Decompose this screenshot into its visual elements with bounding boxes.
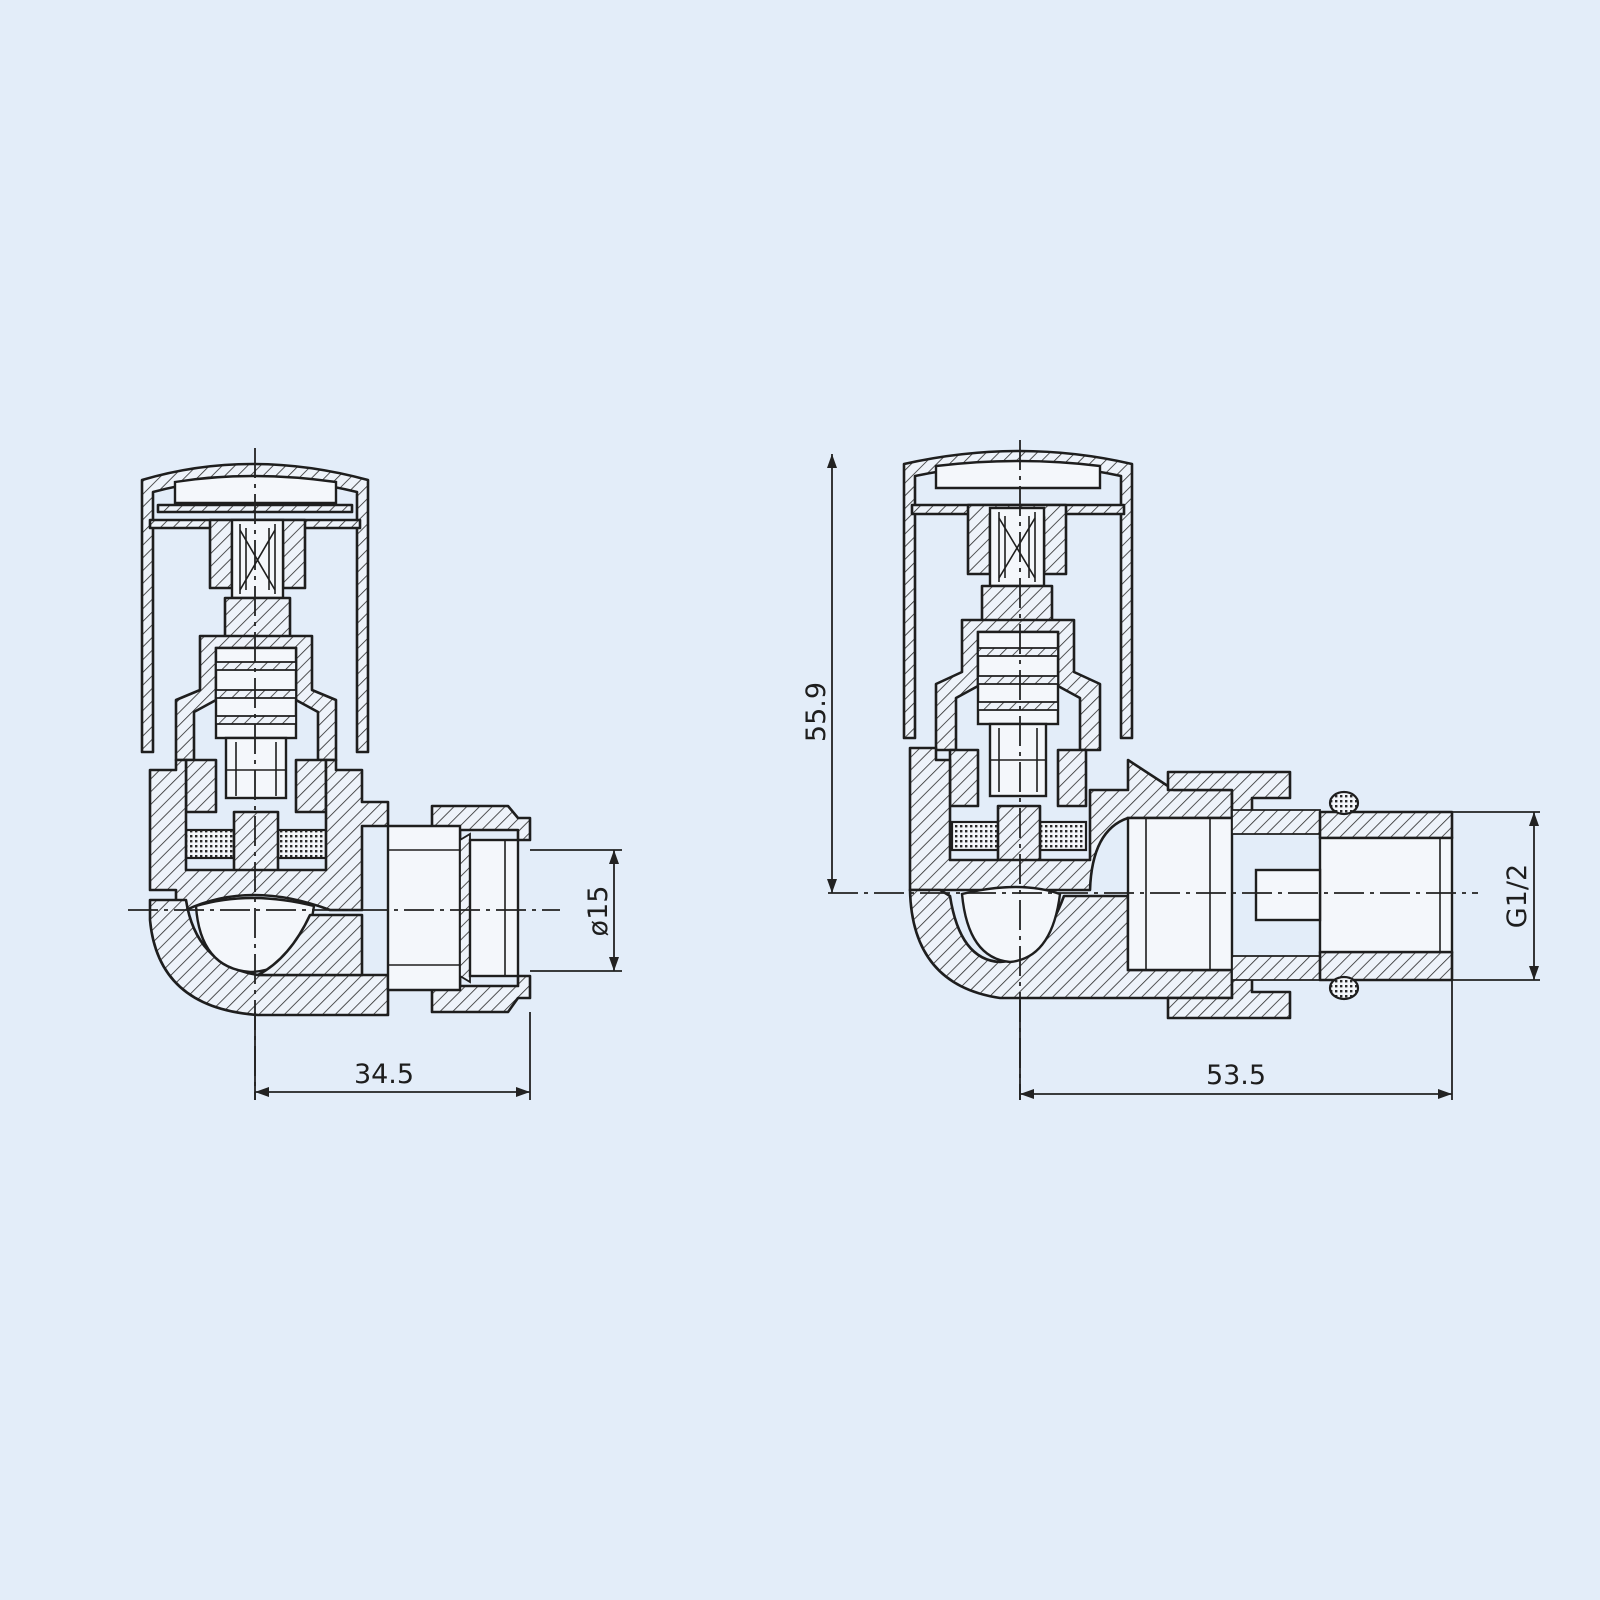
right-tail-piece (1254, 790, 1454, 1001)
left-valve-body (148, 758, 390, 1017)
left-spindle (208, 518, 307, 642)
left-diameter-label: ø15 (583, 886, 614, 937)
right-gland (934, 618, 1102, 808)
left-valve-section: ø15 34.5 (128, 448, 622, 1100)
left-seat-washer (184, 810, 328, 882)
right-spindle (966, 503, 1068, 624)
right-width-label: 53.5 (1206, 1060, 1266, 1091)
right-valve-section: 55.9 G1/2 53.5 (801, 440, 1540, 1100)
right-height-label: 55.9 (801, 682, 832, 742)
left-width-dimension: 34.5 (254, 1012, 531, 1100)
right-seat-washer (950, 804, 1088, 872)
left-width-label: 34.5 (354, 1059, 414, 1090)
right-width-dimension: 53.5 (1019, 980, 1453, 1100)
left-compression-nut (386, 804, 532, 1014)
left-gland (174, 634, 338, 814)
right-union-nut (1166, 770, 1321, 1020)
right-thread-label: G1/2 (1502, 864, 1533, 928)
right-valve-body (908, 746, 1234, 1000)
right-thread-dimension: G1/2 (1452, 811, 1540, 981)
right-height-dimension: 55.9 (801, 454, 837, 893)
left-diameter-dimension: ø15 (530, 849, 622, 972)
